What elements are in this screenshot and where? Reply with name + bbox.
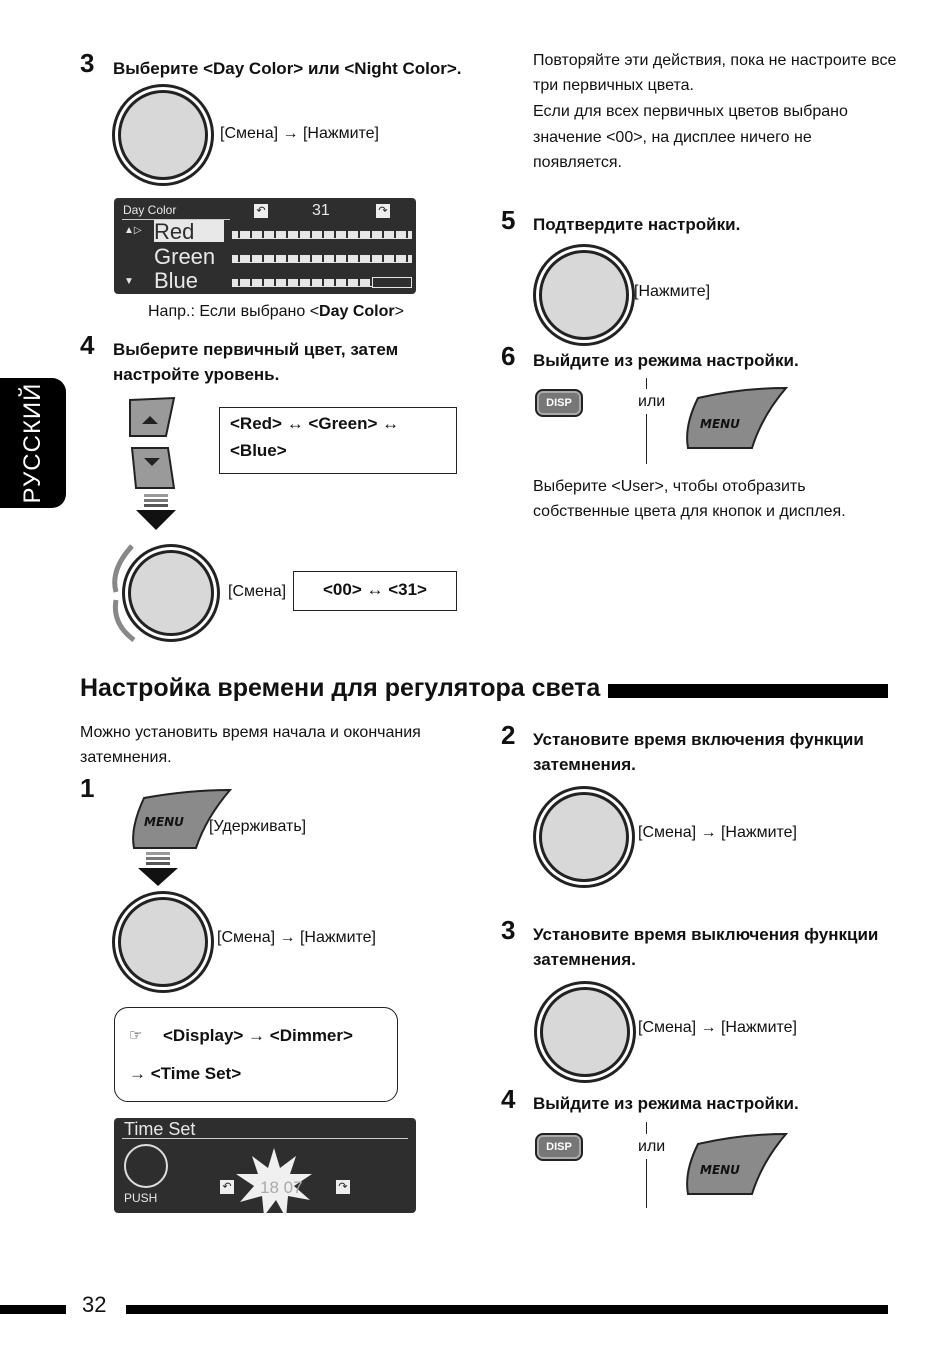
step-4-title-line2: настройте уровень. [113, 365, 280, 384]
up-down-buttons[interactable] [126, 396, 178, 490]
menu-button[interactable]: MENU [682, 386, 790, 452]
step-5-title: Подтвердите настройки. [533, 215, 741, 234]
hand-icon: ☞ [129, 1027, 143, 1044]
lcd-caption: Напр.: Если выбрано <Day Color> [148, 303, 404, 320]
menu-button-2[interactable]: MENU [128, 788, 234, 852]
knob6-label: [Смена] → [Нажмите] [638, 1019, 797, 1036]
section-step-3-number: 3 [501, 915, 516, 945]
menu-label-3: MENU [700, 1163, 740, 1177]
knob2-label: [Смена] [228, 583, 287, 600]
step-3-number: 3 [80, 48, 95, 78]
para-line-3: Если для всех первичных цветов выбрано [533, 103, 848, 120]
or-label-2: или [636, 1134, 668, 1159]
intro-line-1: Можно установить время начала и окончани… [80, 724, 421, 741]
note-line-1: Выберите <User>, чтобы отобразить [533, 478, 806, 495]
footer-rule-right [126, 1305, 888, 1314]
lcd-row-blue: Blue [154, 268, 199, 293]
para-line-4: значение <00>, на дисплее ничего не [533, 129, 812, 146]
menu-path-line1: <Display> → <Dimmer> [163, 1026, 353, 1045]
lcd-mode: Day Color [123, 203, 177, 217]
page-number: 32 [82, 1292, 107, 1317]
step-6-title: Выйдите из режима настройки. [533, 351, 799, 370]
push-label: PUSH [124, 1191, 158, 1205]
section-rule [600, 684, 888, 698]
hold-label: [Удерживать] [209, 818, 307, 835]
control-knob[interactable] [118, 90, 208, 180]
lcd-time-set: Time Set PUSH ↶ 18 07 ↷ [114, 1118, 416, 1218]
menu-label: MENU [700, 417, 740, 431]
lcd-value: 31 [312, 202, 330, 219]
language-tab-label: РУССКИЙ [19, 382, 46, 504]
knob3-label: [Нажмите] [634, 283, 711, 300]
rotate-right-icon-2: ↷ [336, 1180, 350, 1194]
rotate-left-icon-2: ↶ [220, 1180, 234, 1194]
language-tab: РУССКИЙ [0, 378, 66, 508]
level-range: <00> ↔ <31> [323, 580, 427, 599]
knob5-label: [Смена] → [Нажмите] [638, 824, 797, 841]
para-line-1: Повторяйте эти действия, пока не настрои… [533, 52, 897, 69]
down-arrow-icon: ▼ [124, 276, 134, 287]
control-knob-6[interactable] [540, 987, 630, 1077]
blink-burst-icon [236, 1148, 312, 1218]
footer-rule-left [0, 1305, 66, 1314]
rotate-arrows-icon [112, 544, 136, 643]
section-step-3-title-line2: затемнения. [533, 950, 636, 969]
down-arrow-icon-2 [138, 852, 178, 886]
section-step-2-number: 2 [501, 720, 516, 750]
menu-button-3[interactable]: MENU [682, 1132, 790, 1198]
section-step-1-number: 1 [80, 773, 95, 803]
color-cycle-line1: <Red> ↔ <Green> ↔ [230, 414, 400, 433]
color-cycle-line2: <Blue> [230, 441, 287, 460]
lcd-time-title: Time Set [124, 1119, 196, 1139]
or-label: или [636, 389, 668, 414]
knob-push-icon [124, 1144, 168, 1188]
step-4-number: 4 [80, 330, 95, 360]
lcd-time: 18 07 [260, 1178, 303, 1197]
disp-button-2[interactable]: DISP [535, 1133, 583, 1161]
note-line-2: собственные цвета для кнопок и дисплея. [533, 503, 846, 520]
rotate-left-icon: ↶ [254, 204, 268, 218]
level-bar-green [232, 253, 412, 263]
para-line-5: появляется. [533, 154, 622, 171]
level-bar-red [232, 229, 412, 239]
menu-path-line2: → <Time Set> [129, 1064, 242, 1083]
para-line-2: три первичных цвета. [533, 77, 694, 94]
section-step-4-title: Выйдите из режима настройки. [533, 1094, 799, 1113]
section-step-4-number: 4 [501, 1084, 516, 1114]
control-knob-3[interactable] [539, 250, 629, 340]
step-5-number: 5 [501, 205, 516, 235]
disp-button[interactable]: DISP [535, 389, 583, 417]
step-6-number: 6 [501, 341, 516, 371]
section-title: Настройка времени для регулятора света [80, 674, 609, 703]
up-arrow-icon: ▲▷ [124, 225, 142, 236]
knob-label: [Смена] → [Нажмите] [220, 125, 379, 142]
rotate-right-icon: ↷ [376, 204, 390, 218]
control-knob-2[interactable] [128, 550, 214, 636]
section-step-2-title-line2: затемнения. [533, 755, 636, 774]
step-4-title-line1: Выберите первичный цвет, затем [113, 340, 399, 359]
menu-path-box: ☞ <Display> → <Dimmer> → <Time Set> [114, 1007, 398, 1102]
lcd-day-color: Day Color ↶ 31 ↷ ▲▷ Red Green Blue ▼ [114, 198, 416, 294]
section-step-3-title-line1: Установите время выключения функции [533, 925, 879, 944]
level-range-box: <00> ↔ <31> [293, 571, 457, 611]
control-knob-4[interactable] [118, 897, 208, 987]
lcd-row-red: Red [154, 220, 224, 244]
menu-label-2: MENU [144, 815, 184, 829]
down-arrow-icon [136, 494, 176, 530]
level-bar-blue [232, 277, 372, 287]
section-step-2-title-line1: Установите время включения функции [533, 730, 864, 749]
step-3-title: Выберите <Day Color> или <Night Color>. [113, 59, 462, 78]
control-knob-5[interactable] [539, 792, 629, 882]
intro-line-2: затемнения. [80, 749, 172, 766]
color-cycle-box: <Red> ↔ <Green> ↔ <Blue> [219, 407, 457, 474]
knob4-label: [Смена] → [Нажмите] [217, 929, 376, 946]
lcd-row-green: Green [154, 244, 216, 269]
